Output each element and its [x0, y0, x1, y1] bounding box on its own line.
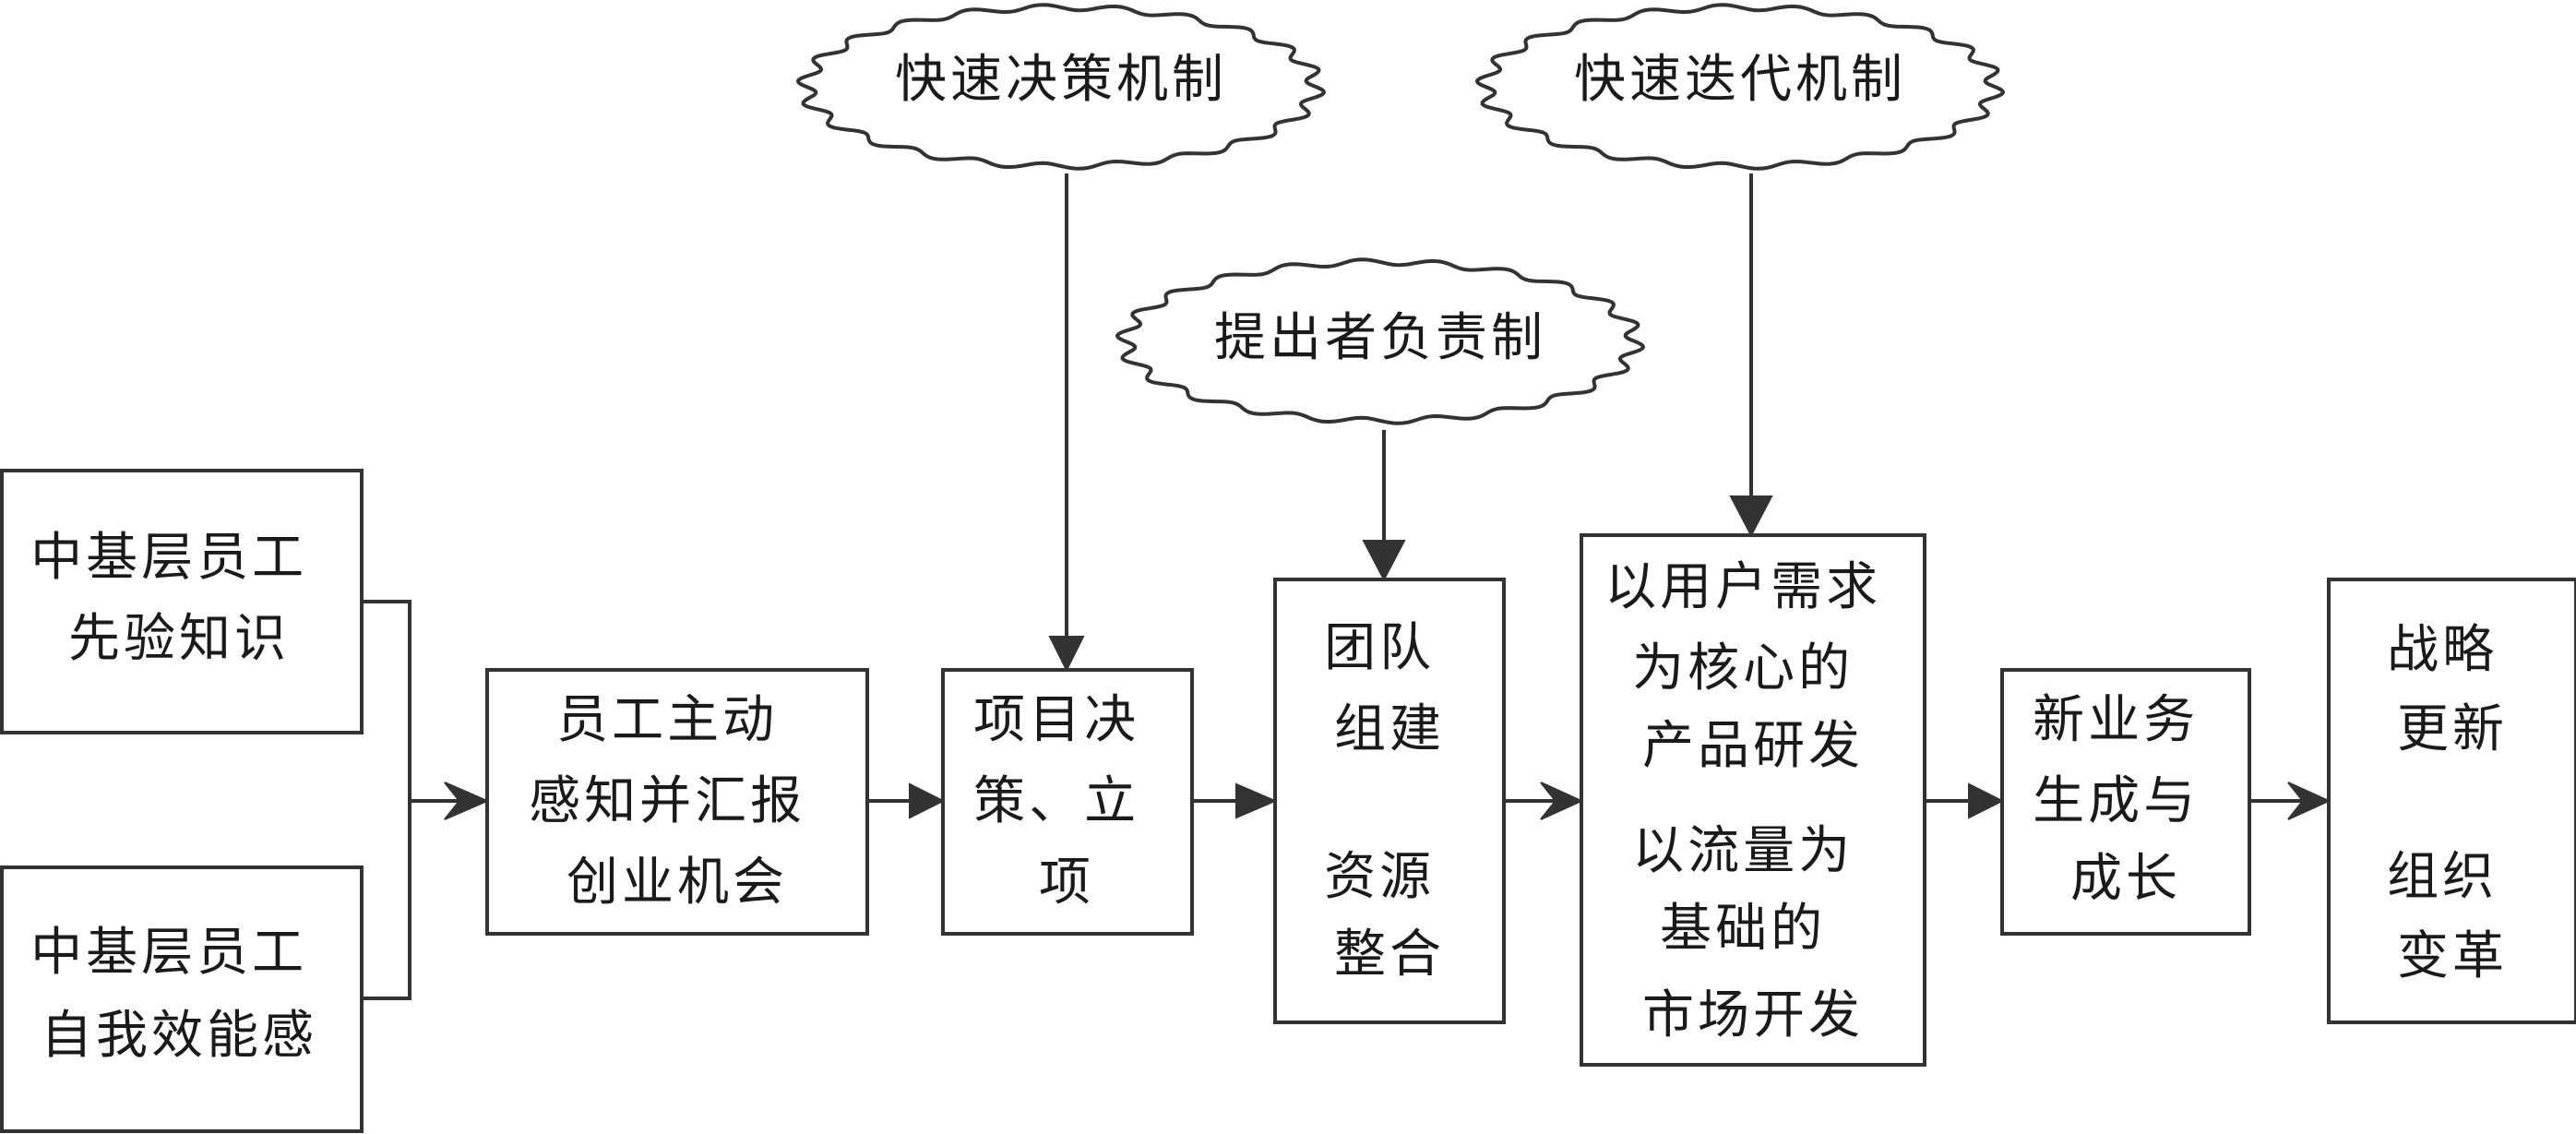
box-prior-knowledge [0, 469, 364, 734]
label-proposer-responsibility: 提出者负责制 [1214, 308, 1546, 368]
arrowhead-fast-decision-down [1048, 636, 1085, 673]
cloud-fast-iteration [1474, 3, 2006, 171]
box-strategy-org [2327, 578, 2576, 1024]
cloud-fast-decision [795, 3, 1327, 171]
label-new-business: 新业务 生成与 成长 [2033, 690, 2219, 909]
box-product-market [1580, 533, 1926, 1067]
arrowheads [444, 495, 2332, 820]
label-fast-iteration: 快速迭代机制 [1574, 50, 1906, 110]
process-boxes [0, 469, 2576, 1133]
label-team-building: 团队 组建 [1324, 618, 1455, 759]
label-product-rd: 以用户需求 为核心的 产品研发 [1604, 557, 1902, 776]
box-labels: 中基层员工 先验知识 中基层员工 自我效能感 员工主动 感知并汇报 创业机会 项… [30, 528, 2518, 1066]
box-self-efficacy [0, 865, 364, 1133]
arrowhead-to-decision [909, 782, 946, 819]
arrowhead-fast-iteration-down [1729, 495, 1773, 538]
label-resource-integration: 资源 整合 [1324, 847, 1455, 985]
arrowhead-to-business [1968, 782, 2005, 819]
arrowhead-to-perceive [444, 782, 490, 820]
label-prior-knowledge: 中基层员工 先验知识 [30, 528, 328, 669]
label-fast-decision: 快速决策机制 [895, 50, 1227, 110]
arrowhead-to-product [1540, 782, 1584, 820]
arrowhead-to-team [1235, 782, 1278, 819]
bracket-connector [362, 600, 411, 1000]
arrowhead-proposer-down [1362, 540, 1406, 582]
label-project-decision: 项目决 策、立 项 [973, 690, 1160, 913]
box-new-business [2000, 668, 2251, 936]
label-perceive-report: 员工主动 感知并汇报 创业机会 [529, 690, 826, 913]
arrowhead-to-strategy [2287, 782, 2332, 820]
cloud-proposer [1115, 257, 1646, 425]
label-self-efficacy: 中基层员工 自我效能感 [30, 923, 328, 1066]
label-strategic-renewal: 战略 更新 [2387, 620, 2518, 759]
mechanism-clouds [795, 3, 2006, 425]
label-org-change: 组织 变革 [2387, 847, 2518, 986]
cloud-labels: 快速决策机制 快速迭代机制 提出者负责制 [895, 50, 1906, 368]
label-market-dev: 以流量为 基础的 市场开发 [1632, 821, 1874, 1045]
